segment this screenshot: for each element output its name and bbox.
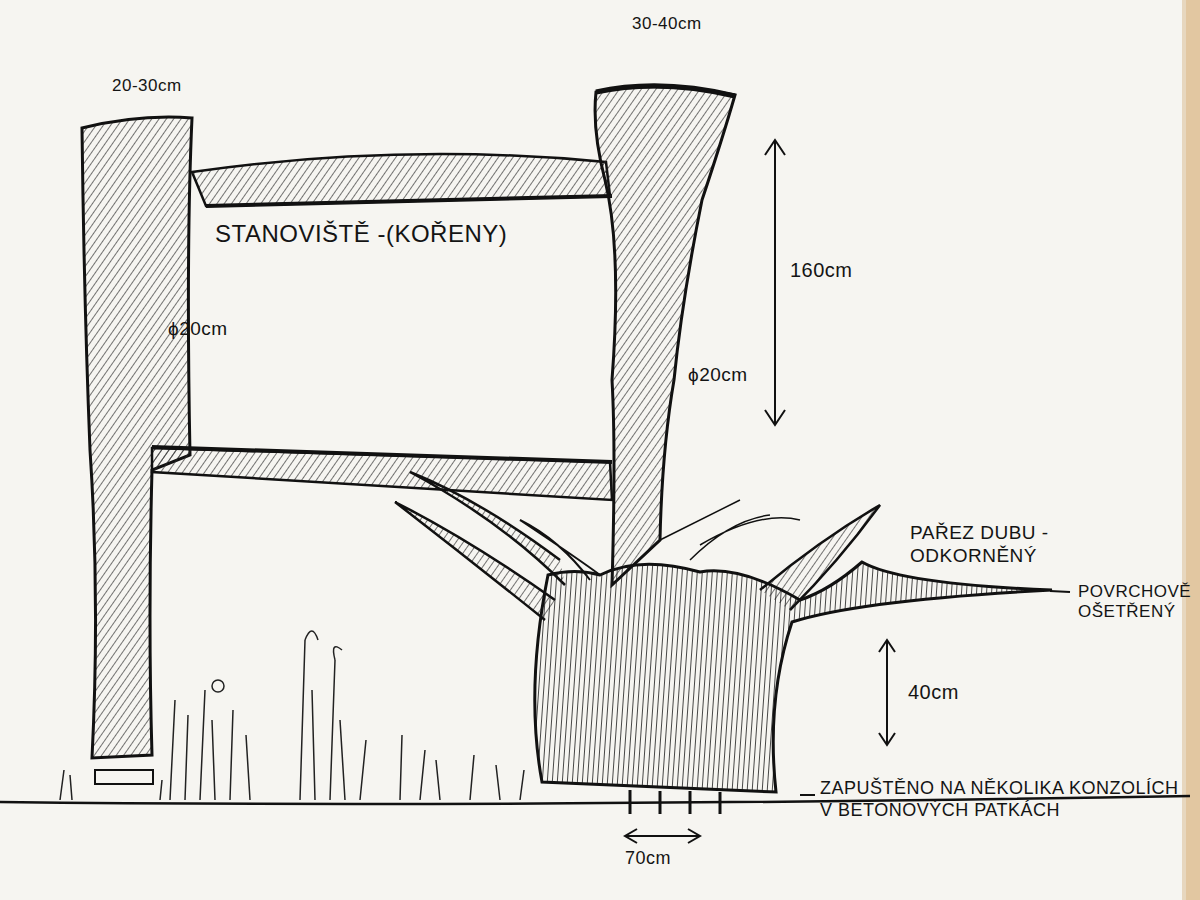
dimension-label: 20-30cm — [112, 76, 222, 96]
dimension-label: 70cm — [625, 848, 705, 870]
diameter-label: ϕ20cm — [688, 364, 788, 387]
note-text: PAŘEZ DUBU -ODKORNĚNÝ — [910, 522, 1130, 568]
diameter-label: ϕ20cm — [168, 318, 268, 341]
sign-text: STANOVIŠTĚ -(KOŘENY) — [215, 208, 605, 249]
note-text: ZAPUŠTĚNO NA NĚKOLIKA KONZOLÍCH V BETONO… — [820, 778, 1180, 821]
dimension-label: 30-40cm — [632, 14, 742, 34]
sign-board: STANOVIŠTĚ -(KOŘENY) — [215, 208, 605, 438]
dimension-label: 40cm — [908, 680, 988, 704]
note-text: POVRCHOVĚ OŠETŘENÝ — [1078, 582, 1178, 623]
dimension-label: 160cm — [790, 258, 880, 282]
